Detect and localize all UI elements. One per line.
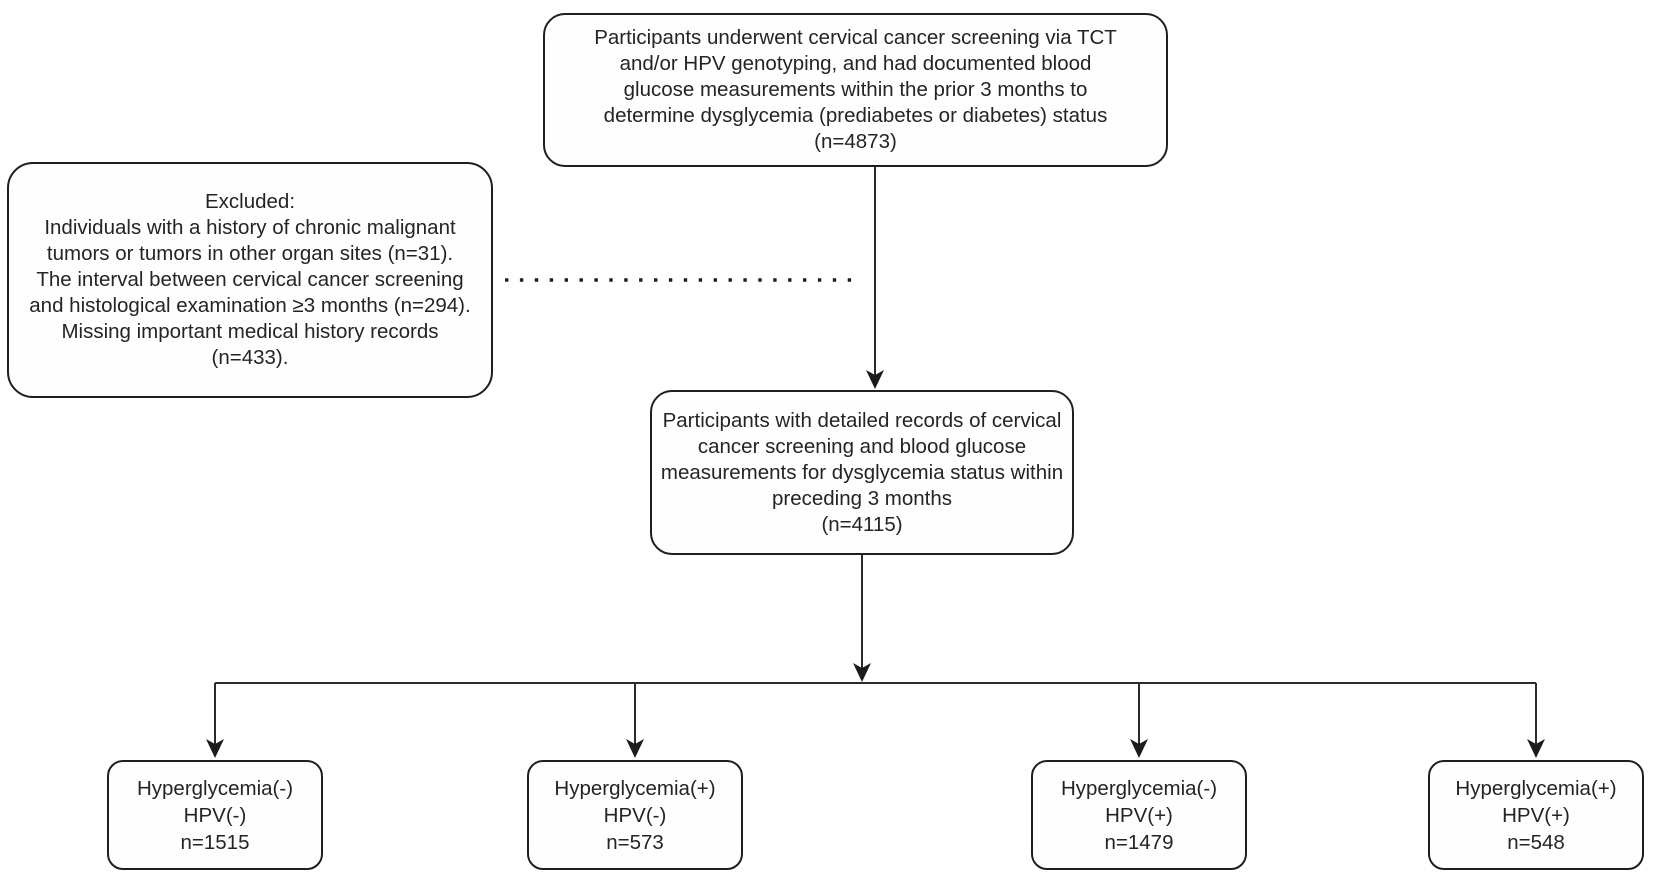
text-line: Hyperglycemia(-)	[1060, 776, 1218, 800]
text-line: HPV(-)	[603, 803, 667, 827]
text-line: HPV(+)	[1502, 803, 1570, 827]
text-line: preceding 3 months	[771, 486, 953, 510]
text-line: n=1515	[180, 830, 250, 854]
text-line: Excluded:	[204, 190, 296, 213]
text-line: tumors or tumors in other organ sites (n…	[46, 242, 454, 265]
text-line: Hyperglycemia(-)	[136, 776, 294, 800]
node-included-population: Participants with detailed records of ce…	[650, 390, 1074, 555]
text-line: determine dysglycemia (prediabetes or di…	[603, 104, 1108, 127]
arrowhead-outcome-2	[626, 739, 644, 758]
text-line: Individuals with a history of chronic ma…	[44, 216, 456, 239]
text-line: n=548	[1507, 830, 1565, 854]
arrowhead-outcome-1	[206, 739, 224, 758]
arrowhead-top-to-included	[866, 370, 884, 389]
text-line: cancer screening and blood glucose	[697, 434, 1027, 458]
text-line: The interval between cervical cancer scr…	[36, 268, 464, 291]
text-line: Hyperglycemia(+)	[554, 776, 716, 800]
text-line: n=1479	[1104, 830, 1174, 854]
arrowhead-included-to-branch	[853, 663, 871, 682]
text-line: (n=4115)	[821, 512, 903, 536]
node-screening-population: Participants underwent cervical cancer s…	[543, 13, 1168, 167]
arrowhead-outcome-4	[1527, 739, 1545, 758]
text-line: Hyperglycemia(+)	[1455, 776, 1617, 800]
node-excluded: Excluded: Individuals with a history of …	[7, 162, 493, 398]
node-hyperglycemia-neg-hpv-pos: Hyperglycemia(-) HPV(+) n=1479	[1031, 760, 1247, 870]
text-line: HPV(+)	[1105, 803, 1173, 827]
node-hyperglycemia-pos-hpv-pos: Hyperglycemia(+) HPV(+) n=548	[1428, 760, 1644, 870]
text-line: glucose measurements within the prior 3 …	[623, 78, 1088, 101]
text-line: and histological examination ≥3 months (…	[29, 294, 471, 317]
text-line: (n=4873)	[814, 130, 897, 153]
node-hyperglycemia-pos-hpv-neg: Hyperglycemia(+) HPV(-) n=573	[527, 760, 743, 870]
text-line: measurements for dysglycemia status with…	[660, 460, 1064, 484]
text-line: Missing important medical history record…	[61, 320, 439, 343]
arrowhead-outcome-3	[1130, 739, 1148, 758]
text-line: HPV(-)	[183, 803, 247, 827]
text-line: Participants with detailed records of ce…	[662, 408, 1062, 432]
node-hyperglycemia-neg-hpv-neg: Hyperglycemia(-) HPV(-) n=1515	[107, 760, 323, 870]
text-line: Participants underwent cervical cancer s…	[594, 26, 1117, 49]
text-line: n=573	[606, 830, 664, 854]
text-line: (n=433).	[211, 346, 289, 369]
text-line: and/or HPV genotyping, and had documente…	[619, 52, 1092, 75]
